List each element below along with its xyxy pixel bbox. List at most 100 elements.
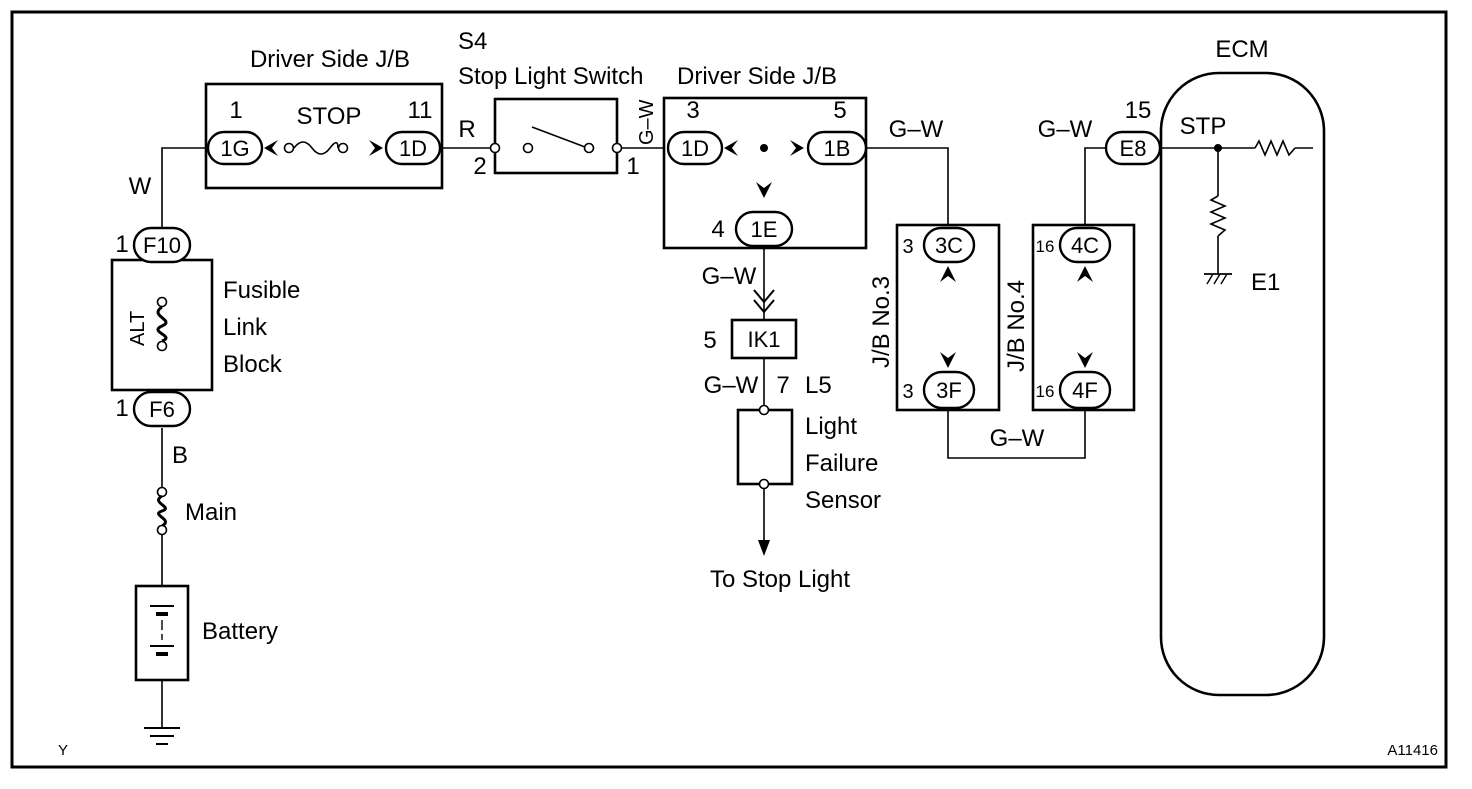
wire-r-label: R xyxy=(458,116,475,143)
ground-icon xyxy=(1204,273,1232,285)
connector-4c xyxy=(1058,226,1112,264)
connector-4f-pin: 16 xyxy=(1036,382,1055,401)
connector-ik1 xyxy=(730,318,798,360)
chevron-right-icon xyxy=(790,140,804,156)
connector-f6 xyxy=(132,390,192,428)
connector-4f xyxy=(1058,370,1112,410)
connector-1b xyxy=(806,130,868,166)
connector-3c-label: 3C xyxy=(935,233,963,258)
connector-f6-pin: 1 xyxy=(115,395,128,422)
chevron-up-icon xyxy=(1077,266,1093,282)
battery-box xyxy=(134,584,190,682)
wire-gw-to-jb3 xyxy=(866,147,949,228)
ecm-box xyxy=(1159,71,1326,697)
wire-gw-label-ecm: G–W xyxy=(1038,116,1093,143)
ecm-ground-e1: E1 xyxy=(1251,269,1280,296)
sensor-pin: 7 xyxy=(776,372,789,399)
switch-name: Stop Light Switch xyxy=(458,63,643,90)
ecm-internal-wire xyxy=(1160,147,1313,274)
wire-gw-label-ik1: G–W xyxy=(702,263,757,290)
wire-w xyxy=(161,147,208,228)
ecm-pin: 15 xyxy=(1125,97,1152,124)
connector-3f-pin: 3 xyxy=(902,381,913,403)
connector-1g-label: 1G xyxy=(220,136,249,161)
battery-icon xyxy=(150,605,174,656)
sensor-code: L5 xyxy=(805,372,832,399)
switch-contact-icon xyxy=(489,126,623,154)
chevron-down-icon xyxy=(940,352,956,368)
wire-gw-vertical-label: G–W xyxy=(636,99,658,145)
connector-f6-label: F6 xyxy=(149,397,175,422)
sensor-box xyxy=(736,408,794,486)
jb4-name: J/B No.4 xyxy=(1003,280,1030,372)
switch-pin-left: 2 xyxy=(473,153,486,180)
connector-e8-label: E8 xyxy=(1120,136,1147,161)
ground-icon xyxy=(144,727,180,745)
corner-label: Y xyxy=(58,742,68,759)
fusible-title-line1: Fusible xyxy=(223,277,300,304)
connector-1d-right-label: 1D xyxy=(681,136,709,161)
resistor-icon xyxy=(1254,138,1296,158)
connector-1e-pin: 4 xyxy=(711,216,724,243)
junction-dot xyxy=(1214,144,1222,152)
sensor-terminal-top xyxy=(758,404,770,416)
fusible-fuse-name: ALT xyxy=(127,311,149,346)
wires xyxy=(161,147,1313,728)
connector-1e xyxy=(734,210,794,248)
wire-w-label: W xyxy=(129,173,152,200)
connector-3c-pin: 3 xyxy=(902,236,913,258)
switch-code: S4 xyxy=(458,28,487,55)
jb-left-pin-right: 11 xyxy=(408,97,433,124)
wire-gw-label-sensor: G–W xyxy=(704,372,759,399)
chevron-right-icon xyxy=(369,140,383,156)
figure-id: A11416 xyxy=(1387,742,1438,759)
connector-1d-left-label: 1D xyxy=(399,136,427,161)
jb-left-pin-left: 1 xyxy=(229,97,242,124)
fusible-link-icon xyxy=(156,296,168,352)
sensor-name-line2: Failure xyxy=(805,450,878,477)
connector-3c xyxy=(922,226,976,264)
connector-3f xyxy=(922,370,976,410)
connector-e8 xyxy=(1104,130,1162,166)
wire-b-label: B xyxy=(172,442,188,469)
connector-3f-label: 3F xyxy=(936,378,962,403)
sensor-name-line3: Sensor xyxy=(805,487,881,514)
switch-pin-right: 1 xyxy=(626,153,639,180)
junction-dot xyxy=(760,144,768,152)
connector-f10-pin: 1 xyxy=(115,231,128,258)
connector-4c-pin: 16 xyxy=(1036,237,1055,256)
sensor-terminal-bottom xyxy=(758,478,770,490)
fusible-title-line2: Link xyxy=(223,314,268,341)
ecm-title: ECM xyxy=(1215,36,1268,63)
wire-gw-jb3-jb4 xyxy=(947,410,1086,459)
stop-fuse-icon xyxy=(283,141,349,155)
wire-gw-label-jb3: G–W xyxy=(889,116,944,143)
outer-frame xyxy=(10,10,1448,769)
ecm-terminal-stp: STP xyxy=(1180,113,1227,140)
connector-1b-label: 1B xyxy=(824,136,851,161)
connector-1e-label: 1E xyxy=(751,217,778,242)
chevron-down-icon xyxy=(756,182,772,198)
jb3-name: J/B No.3 xyxy=(868,276,895,368)
jb-right-title: Driver Side J/B xyxy=(677,63,837,90)
connector-plug-icon xyxy=(753,289,775,314)
fusible-title-line3: Block xyxy=(223,351,283,378)
main-fuse-icon xyxy=(156,486,168,536)
arrow-down-icon xyxy=(758,540,770,556)
connector-ik1-pin: 5 xyxy=(703,327,716,354)
connector-1g xyxy=(206,130,264,166)
jb-right-pin-right: 5 xyxy=(833,97,846,124)
wire-gw-label-bottom: G–W xyxy=(990,425,1045,452)
resistor-icon xyxy=(1208,195,1228,237)
chevron-left-icon xyxy=(264,140,278,156)
jb-right-pin-left: 3 xyxy=(686,97,699,124)
connector-ik1-label: IK1 xyxy=(747,327,780,352)
stop-light-destination: To Stop Light xyxy=(710,566,850,593)
jb-left-title: Driver Side J/B xyxy=(250,46,410,73)
connector-1d-left xyxy=(384,130,442,166)
connector-4c-label: 4C xyxy=(1071,233,1099,258)
connector-f10 xyxy=(132,226,192,264)
sensor-name-line1: Light xyxy=(805,413,857,440)
